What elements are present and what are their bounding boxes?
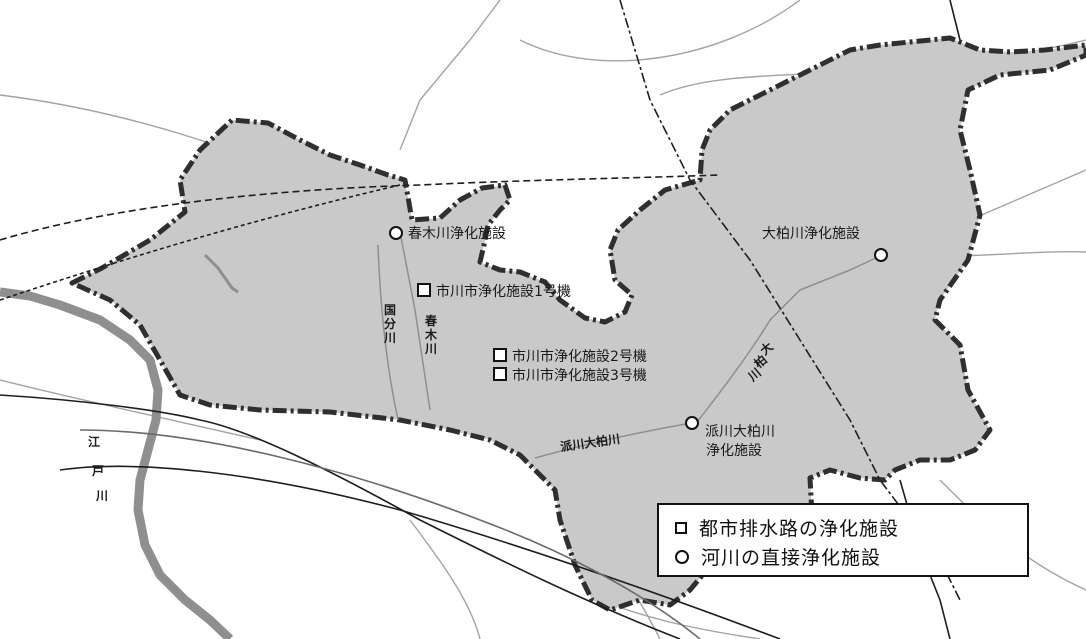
facility-marker-okashiwa xyxy=(874,248,888,262)
label-ichikawa3: 市川市浄化施設3号機 xyxy=(512,367,647,384)
square-icon xyxy=(675,521,687,534)
facility-marker-ichikawa1 xyxy=(417,283,431,297)
facility-marker-harukigawa xyxy=(389,226,403,240)
legend-item-river: 河川の直接浄化施設 xyxy=(675,542,1027,571)
circle-icon xyxy=(675,549,689,564)
facility-marker-hakawa xyxy=(685,416,699,430)
pond xyxy=(203,253,239,294)
legend-label-river: 河川の直接浄化施設 xyxy=(701,547,882,569)
river-kokubu-2: 分 xyxy=(384,316,396,331)
legend-label-drainage: 都市排水路の浄化施設 xyxy=(699,518,900,540)
edo-river xyxy=(0,287,234,639)
facility-marker-ichikawa3 xyxy=(493,367,507,381)
river-haruki-1: 春 xyxy=(424,313,438,328)
label-hakawa-line2: 浄化施設 xyxy=(706,443,762,459)
legend-item-drainage: 都市排水路の浄化施設 xyxy=(675,513,1027,542)
legend: 都市排水路の浄化施設 河川の直接浄化施設 xyxy=(657,503,1029,577)
service-area xyxy=(69,35,1086,613)
river-kokubu-3: 川 xyxy=(383,331,396,345)
label-okashiwa: 大柏川浄化施設 xyxy=(762,226,860,242)
label-hakawa-line1: 派川大柏川 xyxy=(705,424,775,440)
facility-marker-ichikawa2 xyxy=(493,348,507,362)
rivers xyxy=(377,231,883,459)
facility-markers xyxy=(389,226,888,430)
river-edo-1: 江 xyxy=(88,434,100,449)
railways xyxy=(0,0,961,639)
river-haruki-2: 木 xyxy=(424,327,438,342)
river-edo-3: 川 xyxy=(95,489,108,503)
river-labels: 国 分 川 春 木 川 大 柏 川 派川大柏川 江 戸 川 xyxy=(88,303,776,503)
river-edo-2: 戸 xyxy=(92,464,104,478)
label-ichikawa2: 市川市浄化施設2号機 xyxy=(512,348,647,365)
river-haruki-3: 川 xyxy=(424,342,437,356)
river-kokubu-1: 国 xyxy=(384,303,396,317)
label-ichikawa1: 市川市浄化施設1号機 xyxy=(436,283,571,300)
label-harukigawa: 春木川浄化施設 xyxy=(408,226,506,242)
facility-labels: 春木川浄化施設 市川市浄化施設1号機 市川市浄化施設2号機 市川市浄化施設3号機… xyxy=(408,226,860,459)
